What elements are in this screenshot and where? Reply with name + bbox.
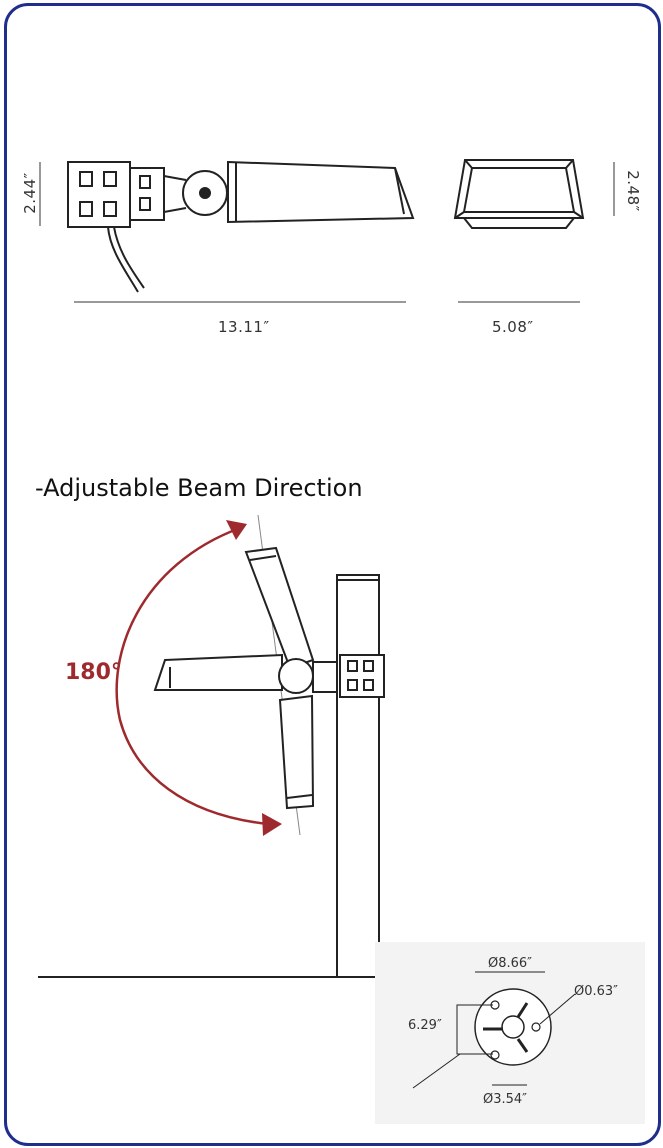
hole-diameter-label: Ø0.63″ (574, 984, 619, 999)
arrow-head-top (226, 520, 247, 540)
rotation-arc-arrow (115, 526, 269, 826)
height-dimension-right: 2.48″ (624, 170, 642, 212)
bolt-hole-bottom (490, 1050, 500, 1060)
height-dimension-left: 2.44″ (21, 172, 39, 214)
fixture-side-view (67, 160, 415, 293)
pole-bracket (278, 654, 385, 698)
center-hole (501, 1015, 525, 1039)
center-diameter-label: Ø3.54″ (483, 1092, 528, 1107)
rotation-angle-label: 180° (65, 660, 122, 685)
mount-detail-inset: Ø8.66″ Ø0.63″ 6.29″ Ø3.54″ (375, 942, 645, 1124)
arrow-head-bottom (262, 813, 282, 836)
width-dimension: 5.08″ (492, 318, 534, 336)
section-title: -Adjustable Beam Direction (35, 474, 363, 502)
lamp-position-up (244, 546, 315, 670)
pole (336, 574, 380, 978)
bolt-hole-right (531, 1022, 541, 1032)
lamp-position-down (278, 694, 315, 810)
length-dimension: 13.11″ (218, 318, 270, 336)
mount-detail-drawing (412, 971, 576, 1089)
bolt-spacing-label: 6.29″ (408, 1018, 442, 1033)
fixture-front-view (453, 159, 585, 229)
outer-diameter-label: Ø8.66″ (488, 956, 533, 971)
lamp-position-horizontal (153, 653, 283, 691)
dimension-lines (39, 162, 615, 303)
